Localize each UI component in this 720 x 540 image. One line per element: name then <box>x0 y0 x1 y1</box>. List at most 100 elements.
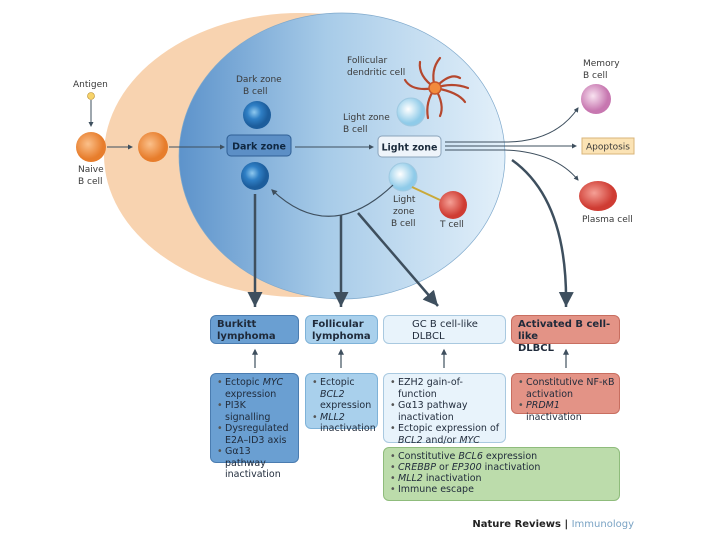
dark-zone-b-cell-icon <box>243 101 271 129</box>
title-line: DLBCL <box>412 331 445 342</box>
gene-name: MLL2 <box>320 411 345 423</box>
title-line: GC B cell-like <box>412 319 478 330</box>
light-zone-label: Light zone <box>382 143 438 154</box>
feature-text: inactivation <box>526 411 582 423</box>
gene-name: BCL6 <box>458 451 483 462</box>
antigen-label: Antigen <box>73 80 108 90</box>
gene-name: MYC <box>459 434 480 446</box>
plasma-cell-label: Plasma cell <box>582 215 633 225</box>
feature-item: Gα13 pathway inactivation <box>217 446 294 481</box>
burkitt-features-box: Ectopic MYC expressionPI3K signallingDys… <box>210 373 299 480</box>
gene-name: PRDM1 <box>526 400 560 411</box>
synapse-icon <box>411 186 441 201</box>
shared-features-box: Constitutive BCL6 expressionCREBBP or EP… <box>383 447 620 501</box>
title-line: DLBCL <box>518 343 555 354</box>
feature-text: expression <box>482 451 538 462</box>
feature-item: Dysregulated E2A–ID3 axis <box>217 423 294 446</box>
abc-features-box: Constitutive NF-κB activationPRDM1 inact… <box>511 373 620 423</box>
follicular-dendritic-cell-icon <box>403 56 470 120</box>
feature-text: and/or <box>422 434 460 446</box>
transformation-arrows <box>247 158 574 308</box>
feature-item: Immune escape <box>390 484 615 495</box>
feature-text: Constitutive NF-κB activation <box>526 377 615 400</box>
feature-list: Ectopic MYC expressionPI3K signallingDys… <box>211 374 298 484</box>
gene-name: BCL2 <box>320 388 345 400</box>
feature-item: MLL2 inactivation <box>390 473 615 484</box>
feature-text: inactivation <box>481 462 541 473</box>
feature-text: Dysregulated E2A–ID3 axis <box>225 423 289 446</box>
feature-text: EZH2 gain-of-function <box>398 377 463 400</box>
gcb-features-box: EZH2 gain-of-functionGα13 pathway inacti… <box>383 373 506 446</box>
title-line: Follicular <box>312 319 364 330</box>
t-cell-label: T cell <box>439 220 464 230</box>
feature-item: Ectopic MYC expression <box>217 377 294 400</box>
feature-list: EZH2 gain-of-functionGα13 pathway inacti… <box>384 374 505 449</box>
feature-item: PI3K signalling <box>217 400 294 423</box>
plasma-cell-icon <box>579 181 617 211</box>
gene-name: CREBBP <box>398 462 436 473</box>
title-line: Burkitt <box>217 319 257 330</box>
gene-name: MLL2 <box>398 473 423 484</box>
activated-b-cell-icon <box>138 132 168 162</box>
recycle-arrow <box>271 184 394 217</box>
feature-text: or <box>436 462 452 473</box>
feature-text: expression <box>225 388 277 400</box>
dark-zone-box <box>226 134 292 157</box>
feature-text: Gα13 pathway inactivation <box>225 446 281 480</box>
separator: | <box>560 519 572 530</box>
title-line: lymphoma <box>312 331 371 342</box>
journal-section: Immunology <box>571 519 634 530</box>
feature-text: inactivation <box>422 473 482 484</box>
feature-item: PRDM1 inactivation <box>518 400 615 423</box>
journal-credit: Nature Reviews | Immunology <box>472 519 634 530</box>
feature-item: Ectopic BCL2 expression <box>312 377 373 412</box>
feature-text: Immune escape <box>398 484 474 495</box>
feature-text: PI3K signalling <box>225 400 271 423</box>
light-zone-b-cell-icon <box>388 162 418 192</box>
light-zone-box <box>377 135 442 158</box>
feature-item: MLL2 inactivation <box>312 411 376 435</box>
memory-b-cell-icon <box>581 84 611 114</box>
light-zone-b-cell-icon <box>396 97 426 127</box>
feature-item: Constitutive NF-κB activation <box>518 377 615 400</box>
t-cell-icon <box>439 191 467 219</box>
feature-list: Constitutive NF-κB activationPRDM1 inact… <box>512 374 619 426</box>
feature-text: Gα13 pathway inactivation <box>398 400 468 423</box>
title-line: lymphoma <box>217 331 276 342</box>
feature-item: CREBBP or EP300 inactivation <box>390 462 615 473</box>
follicular-features-box: Ectopic BCL2 expressionMLL2 inactivation <box>305 373 378 434</box>
gene-name: EP300 <box>451 462 482 473</box>
dark-zone-b-cell-icon <box>241 162 269 190</box>
feature-text: inactivation <box>320 423 376 434</box>
feature-item: EZH2 gain-of-function <box>390 377 501 400</box>
journal-name: Nature Reviews <box>472 519 561 530</box>
feature-list: Constitutive BCL6 expressionCREBBP or EP… <box>384 448 619 498</box>
feature-list: Ectopic BCL2 expressionMLL2 inactivation <box>306 374 377 438</box>
feature-text: Ectopic <box>225 377 263 388</box>
feature-item: Ectopic expression of BCL2 and/or MYC <box>390 423 501 446</box>
feature-text: Ectopic expression of <box>398 423 500 434</box>
feature-text: Constitutive <box>398 451 459 462</box>
feature-item: Constitutive BCL6 expression <box>390 451 615 462</box>
antigen-icon <box>87 92 95 100</box>
title-line: Activated B cell-like <box>518 319 611 342</box>
gene-name: BCL2 <box>398 434 423 446</box>
apoptosis-box <box>581 137 635 155</box>
feature-item: Gα13 pathway inactivation <box>390 400 501 423</box>
feature-text: expression <box>320 400 372 411</box>
apoptosis-label: Apoptosis <box>586 143 630 153</box>
arrow <box>445 107 579 143</box>
feature-text: Ectopic <box>320 377 355 388</box>
dark-zone-label: Dark zone <box>232 142 286 153</box>
